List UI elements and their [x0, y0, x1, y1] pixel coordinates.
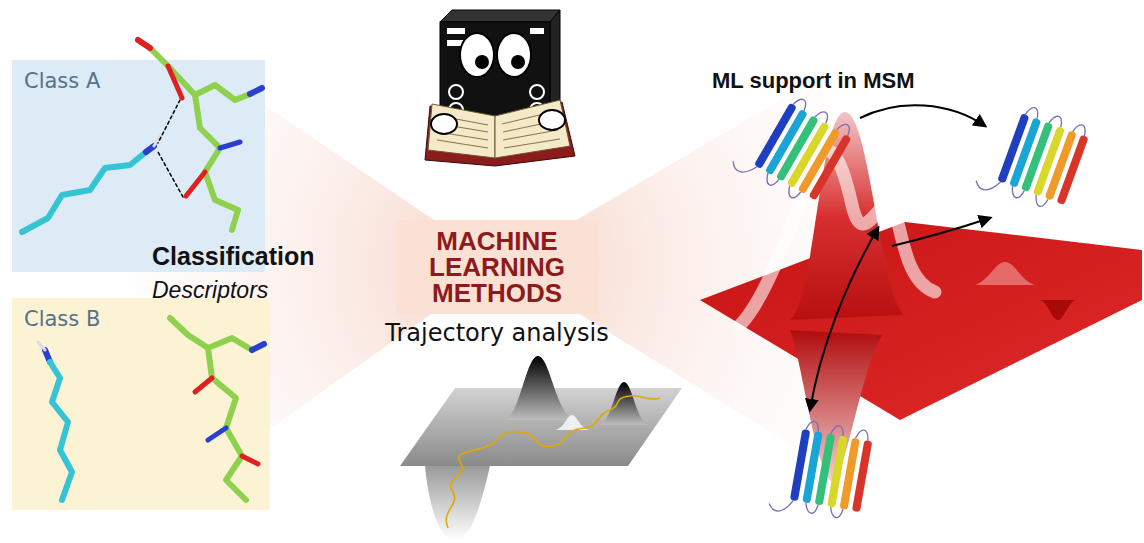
trajectory-landscape [505, 356, 575, 420]
computer-reading [437, 140, 488, 148]
computer-reading [475, 55, 489, 69]
computer-reading [495, 100, 570, 158]
computer-reading [440, 10, 560, 22]
msm-landscape [740, 150, 935, 325]
computer-reading [460, 33, 494, 77]
box-text: Class A [24, 69, 257, 93]
molecule-b [50, 362, 72, 500]
molecule-b [170, 318, 252, 350]
trajectory-landscape [446, 396, 660, 528]
msm-landscape [1040, 300, 1076, 320]
transition-arrow [892, 218, 990, 246]
computer-reading [497, 33, 531, 77]
trajectory-landscape [600, 382, 648, 425]
molecule-b [38, 342, 45, 350]
molecule-a [158, 152, 183, 197]
molecule-a [168, 66, 182, 98]
molecule-b [195, 378, 212, 392]
computer-reading [428, 104, 495, 158]
class-panel: Class B [12, 298, 274, 510]
section-label: Classification [152, 242, 315, 271]
computer-reading [511, 55, 525, 69]
protein-structure [730, 85, 856, 212]
method-box: MACHINE LEARNING METHODS [396, 220, 599, 314]
msm-landscape [700, 222, 1142, 420]
computer-reading [530, 85, 544, 99]
computer-reading [425, 10, 575, 166]
class-panel-fill [12, 60, 270, 510]
computer-reading [431, 114, 457, 134]
computer-reading [539, 110, 565, 130]
msm-landscape [975, 262, 1035, 285]
transition-arrow [860, 105, 985, 126]
molecule-b [242, 456, 258, 464]
class-panel-fill [12, 298, 270, 510]
computer-reading [503, 130, 558, 140]
protein-structure [974, 97, 1092, 217]
molecule-a [158, 100, 180, 143]
transition-arrow [810, 228, 878, 410]
molecule-a [186, 172, 205, 196]
molecule-a [138, 40, 150, 48]
molecule-a [250, 88, 262, 94]
transition-arrow [810, 105, 990, 410]
computer-reading [530, 28, 544, 34]
protein-structure [730, 85, 1092, 526]
molecule-a [22, 40, 262, 232]
molecule-a [154, 136, 160, 146]
trajectory-landscape [400, 356, 682, 540]
box-text: Class B [24, 307, 262, 331]
molecule-b [208, 428, 226, 440]
molecule-a [220, 142, 240, 148]
molecule-a [195, 95, 238, 230]
class-panel: Class A [12, 60, 269, 272]
computer-reading [504, 139, 560, 148]
computer-reading [449, 85, 463, 99]
molecule-b [38, 318, 264, 500]
section-label: Trajectory analysis [385, 320, 608, 348]
section-label: ML support in MSM [712, 68, 914, 93]
box-text: MACHINE LEARNING METHODS [406, 228, 589, 306]
computer-reading [447, 28, 465, 34]
section-sublabel: Descriptors [152, 277, 268, 303]
molecule-b [252, 344, 264, 350]
molecule-b [208, 348, 246, 500]
protein-structure [768, 416, 874, 525]
molecule-a [150, 48, 250, 100]
molecule-a [22, 152, 146, 232]
